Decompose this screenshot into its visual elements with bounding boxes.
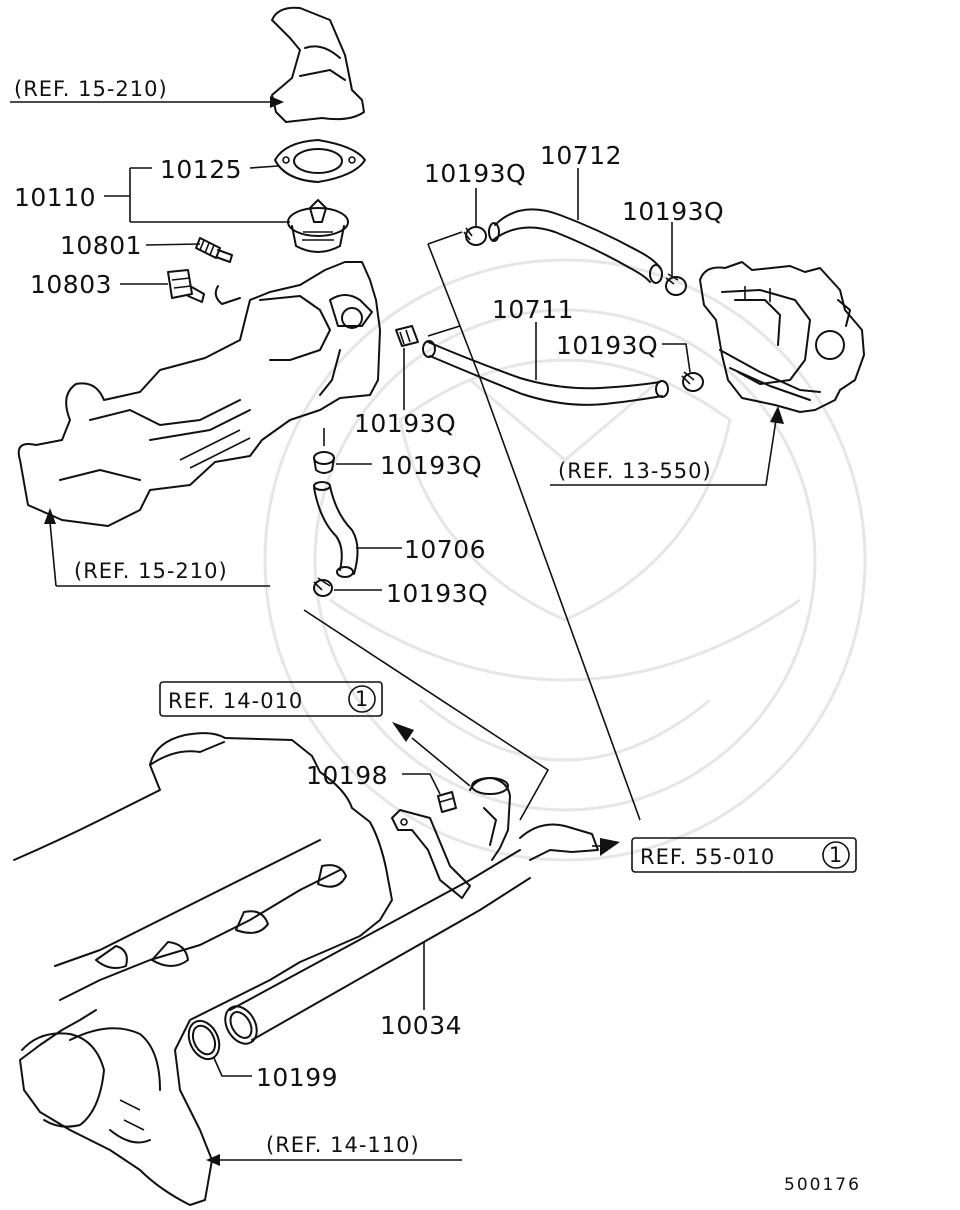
part-label-10034[interactable]: 10034 bbox=[380, 1011, 462, 1040]
bolt-10198-part[interactable] bbox=[437, 791, 457, 813]
ref-label-top[interactable]: (REF. 15-210) bbox=[14, 77, 168, 101]
hose-10706-part[interactable] bbox=[313, 481, 359, 578]
ref-box-label: REF. 14-010 bbox=[168, 689, 303, 713]
part-label-10711[interactable]: 10711 bbox=[492, 295, 574, 324]
hose-clamp-10193q-a-part[interactable] bbox=[463, 226, 487, 246]
part-label-10193q-f[interactable]: 10193Q bbox=[386, 579, 488, 608]
part-label-10803[interactable]: 10803 bbox=[30, 270, 112, 299]
engine-block-part bbox=[13, 732, 393, 1206]
part-label-10125[interactable]: 10125 bbox=[160, 155, 242, 184]
hose-clamp-10193q-e-part[interactable] bbox=[313, 451, 335, 474]
hose-10712-part[interactable] bbox=[488, 208, 663, 284]
part-label-10198[interactable]: 10198 bbox=[306, 761, 388, 790]
temperature-sensor-10801-part[interactable] bbox=[195, 237, 233, 263]
hose-clamp-10193q-b-part[interactable] bbox=[665, 273, 687, 296]
ref-box-number: 1 bbox=[829, 843, 843, 867]
ref-label-right[interactable]: (REF. 13-550) bbox=[558, 459, 712, 483]
ref-box-number: 1 bbox=[355, 687, 369, 711]
water-pipe-10034-part[interactable] bbox=[219, 777, 599, 1049]
leader-lines bbox=[10, 96, 784, 1166]
temperature-sensor-10803-part[interactable] bbox=[167, 269, 205, 303]
part-labels: (REF. 15-210) 10125 10110 10801 10803 10… bbox=[14, 77, 861, 1195]
ref-box-55-010[interactable]: REF. 55-010 1 bbox=[631, 837, 857, 873]
part-label-10193q-b[interactable]: 10193Q bbox=[622, 197, 724, 226]
catalog-code: 500176 bbox=[784, 1175, 861, 1195]
part-label-10801[interactable]: 10801 bbox=[60, 231, 142, 260]
thermostat-housing-part[interactable] bbox=[271, 6, 365, 123]
part-label-10193q-e[interactable]: 10193Q bbox=[380, 451, 482, 480]
o-ring-10199-part[interactable] bbox=[183, 1016, 225, 1064]
part-label-10193q-d[interactable]: 10193Q bbox=[354, 409, 456, 438]
hose-clamp-10193q-c-part[interactable] bbox=[681, 371, 704, 392]
watermark-emblem bbox=[263, 258, 867, 862]
part-label-10193q-c[interactable]: 10193Q bbox=[556, 331, 658, 360]
thermostat-gasket-part[interactable] bbox=[274, 139, 366, 183]
part-label-10199[interactable]: 10199 bbox=[256, 1063, 338, 1092]
part-label-10110[interactable]: 10110 bbox=[14, 183, 96, 212]
part-label-10712[interactable]: 10712 bbox=[540, 141, 622, 170]
water-outlet-casting-part bbox=[17, 261, 381, 527]
throttle-body-part bbox=[699, 261, 865, 413]
part-label-10706[interactable]: 10706 bbox=[404, 535, 486, 564]
hose-clamp-10193q-f-part[interactable] bbox=[313, 577, 333, 597]
hose-10711-part[interactable] bbox=[422, 340, 669, 406]
ref-box-14-010[interactable]: REF. 14-010 1 bbox=[159, 681, 383, 717]
hose-clamp-10193q-d-part[interactable] bbox=[395, 325, 419, 347]
ref-label-bottom[interactable]: (REF. 14-110) bbox=[266, 1133, 420, 1157]
thermostat-part[interactable] bbox=[287, 199, 349, 253]
ref-box-label: REF. 55-010 bbox=[640, 845, 775, 869]
part-label-10193q-a[interactable]: 10193Q bbox=[424, 159, 526, 188]
ref-label-left[interactable]: (REF. 15-210) bbox=[74, 559, 228, 583]
